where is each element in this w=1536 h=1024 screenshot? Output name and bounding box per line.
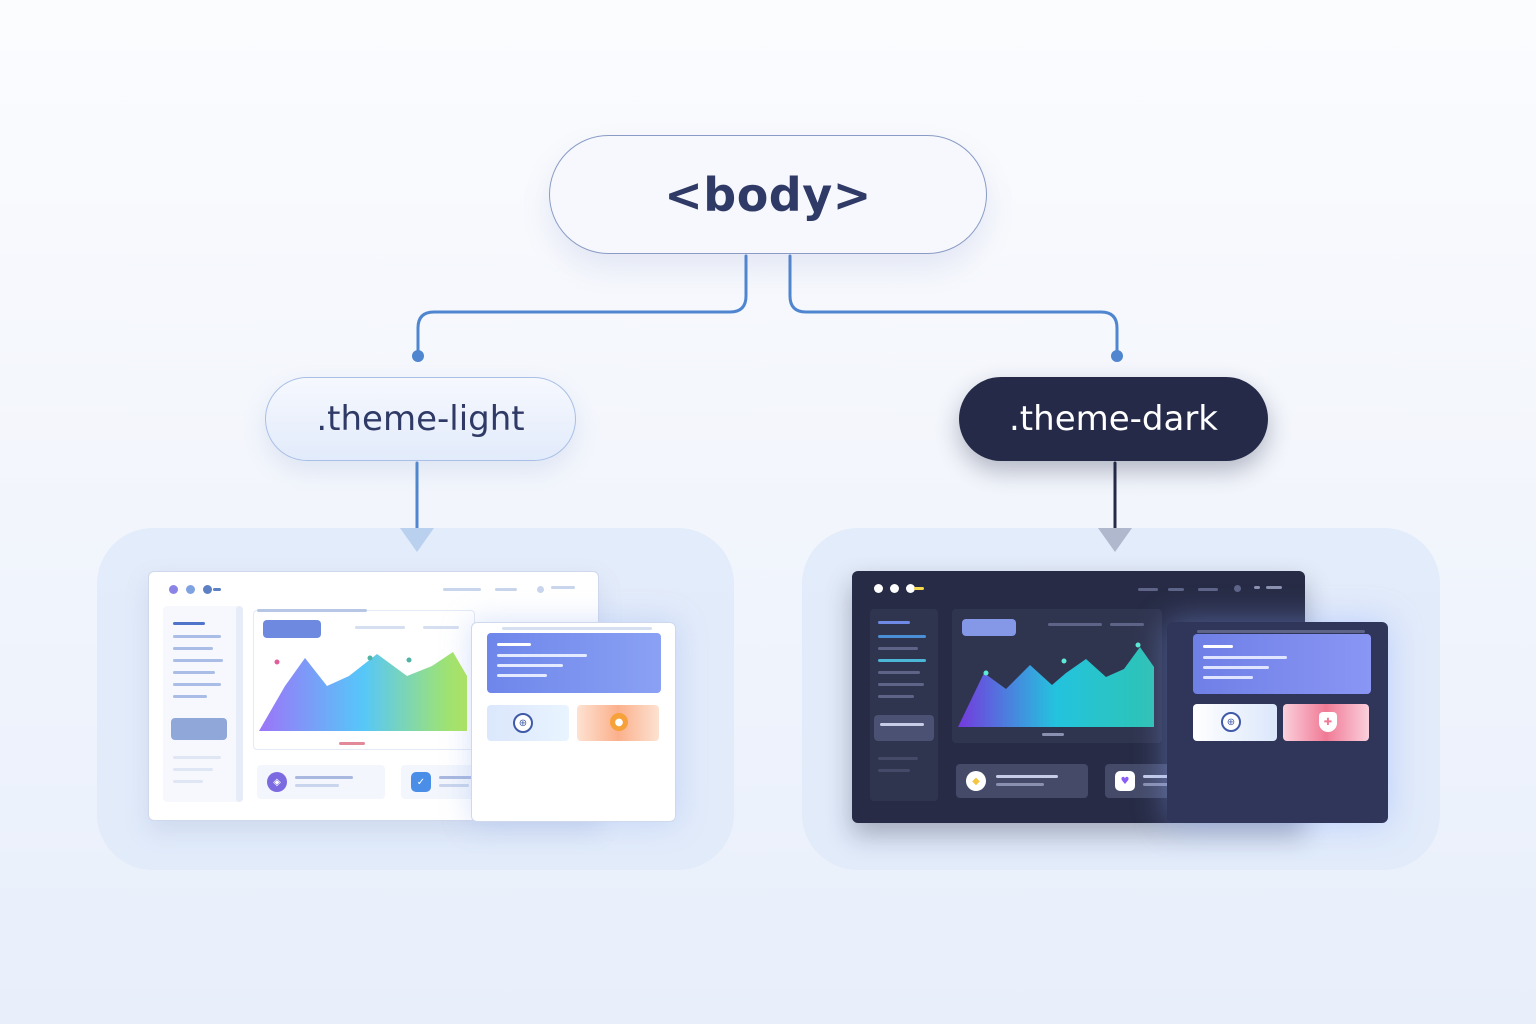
chart-legend xyxy=(1048,623,1102,626)
sidebar-item xyxy=(173,683,221,686)
title-bar-line xyxy=(213,588,221,591)
banner-line xyxy=(497,664,563,667)
chart-title-chip xyxy=(962,619,1016,636)
title-bar-line xyxy=(914,587,924,590)
sidebar-item xyxy=(878,659,926,662)
sidebar-item xyxy=(173,671,215,674)
window-dot-icon xyxy=(169,585,178,594)
globe-icon: ⊕ xyxy=(1221,712,1241,732)
card-top-line xyxy=(257,609,367,612)
sidebar-item xyxy=(878,695,914,698)
root-node-label: <body> xyxy=(664,168,872,222)
sidebar-active-item xyxy=(874,715,934,741)
globe-icon: ⊕ xyxy=(513,713,533,733)
chart-axis-marker xyxy=(1042,733,1064,736)
banner-line xyxy=(497,654,587,657)
chart-legend xyxy=(1110,623,1144,626)
window-dot-icon xyxy=(203,585,212,594)
stat-line xyxy=(295,784,339,787)
theme-light-label: .theme-light xyxy=(316,399,524,439)
sidebar-item xyxy=(173,635,221,638)
heart-icon: ♥ xyxy=(1115,771,1135,791)
sidebar-item xyxy=(173,768,213,771)
sidebar-item xyxy=(878,769,910,772)
theme-dark-label: .theme-dark xyxy=(1009,399,1218,439)
shield-icon: ✚ xyxy=(1319,712,1337,732)
stat-line xyxy=(996,783,1044,786)
sidebar-heading xyxy=(878,621,910,624)
chart-title-chip xyxy=(263,620,321,638)
stat-line xyxy=(439,784,469,787)
banner-line xyxy=(497,643,531,646)
sidebar-item xyxy=(878,671,920,674)
window-dot-icon xyxy=(890,584,899,593)
stat-line xyxy=(295,776,353,779)
sidebar-item xyxy=(878,635,926,638)
arrowhead-light-small xyxy=(412,350,424,362)
banner-line xyxy=(1203,676,1253,679)
sidebar-item xyxy=(880,723,924,726)
sidebar-item xyxy=(173,647,213,650)
connector-body-to-dark xyxy=(790,256,1117,352)
popup-banner xyxy=(1193,634,1371,694)
banner-line xyxy=(1203,666,1269,669)
sidebar-heading xyxy=(173,622,205,625)
dark-dashboard-popup: ⊕ ✚ xyxy=(1167,622,1388,823)
root-node-body: <body> xyxy=(549,135,987,254)
chart-legend xyxy=(355,626,405,629)
settings-icon xyxy=(1234,585,1241,592)
sidebar-divider xyxy=(236,606,243,802)
popup-top-line xyxy=(1197,630,1365,633)
sidebar-item xyxy=(878,683,924,686)
banner-line xyxy=(1203,645,1233,648)
sidebar-item xyxy=(878,647,918,650)
settings-icon xyxy=(537,586,544,593)
window-icon xyxy=(1254,586,1260,589)
shield-icon: ◈ xyxy=(267,772,287,792)
nav-placeholder xyxy=(1168,588,1184,591)
banner-line xyxy=(497,674,547,677)
sidebar-item xyxy=(173,756,221,759)
sidebar-item xyxy=(173,659,223,662)
window-dot-icon xyxy=(874,584,883,593)
area-chart-dark xyxy=(956,637,1158,729)
arrowhead-dark-small xyxy=(1111,350,1123,362)
stat-line xyxy=(996,775,1058,778)
theme-dark-node: .theme-dark xyxy=(959,377,1268,461)
popup-banner xyxy=(487,633,661,693)
theme-light-node: .theme-light xyxy=(265,377,576,461)
chart-axis-marker xyxy=(339,742,365,745)
chart-legend xyxy=(423,626,459,629)
light-dashboard-popup: ⊕ ● xyxy=(471,622,676,822)
apple-icon: ● xyxy=(610,713,628,731)
nav-placeholder xyxy=(1198,588,1218,591)
sidebar-item xyxy=(173,695,207,698)
area-chart-light xyxy=(257,646,469,736)
sidebar-active-item xyxy=(171,718,227,740)
popup-top-line xyxy=(502,627,652,630)
connector-body-to-light xyxy=(418,256,746,352)
menu-icon xyxy=(551,586,575,589)
banner-line xyxy=(1203,656,1287,659)
nav-placeholder xyxy=(443,588,481,591)
menu-icon xyxy=(1266,586,1282,589)
sidebar-item xyxy=(878,757,918,760)
sidebar-item xyxy=(173,780,203,783)
check-icon: ✓ xyxy=(411,772,431,792)
star-icon: ◆ xyxy=(966,771,986,791)
nav-placeholder xyxy=(495,588,517,591)
nav-placeholder xyxy=(1138,588,1158,591)
window-dot-icon xyxy=(186,585,195,594)
